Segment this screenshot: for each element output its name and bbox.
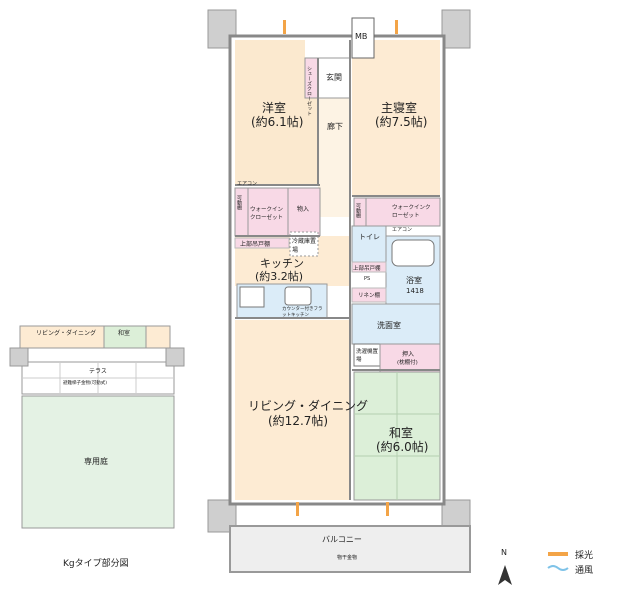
washroom-label: 洗面室	[377, 321, 401, 330]
inset-japanese-strip	[103, 325, 147, 349]
master-bedroom-size: (約7.5帖)	[375, 115, 428, 129]
inset-garden-label: 専用庭	[84, 457, 108, 466]
upper-cabinet-left-label: 上部吊戸棚	[240, 241, 271, 248]
shelf-left-label: 可動棚	[236, 195, 242, 210]
stove	[239, 286, 265, 308]
interior-walls	[235, 40, 440, 500]
light-indicators	[283, 20, 398, 516]
inset-living-label: リビング・ダイニング	[36, 330, 97, 337]
compass-letter: N	[501, 548, 507, 557]
master-bedroom-label: 主寝室	[381, 101, 418, 115]
balcony-area	[229, 525, 471, 573]
closet-jp-label: 押入	[402, 351, 415, 358]
mb-box	[351, 17, 375, 59]
washer-label: 洗濯機置場	[356, 349, 379, 363]
fridge-label: 冷蔵庫置場	[292, 238, 317, 254]
kitchen-size: (約3.2帖)	[255, 270, 304, 283]
balcony-label: バルコニー	[322, 535, 362, 544]
linen-shelf-box	[351, 287, 387, 303]
wall-right-column	[441, 9, 471, 49]
tatami-lines	[354, 372, 440, 500]
japanese-room-size: (約6.0帖)	[376, 440, 429, 454]
inset-terrace-label: テラス	[89, 368, 107, 375]
kitchen-label: キッチン	[260, 257, 304, 270]
inset-wall-right	[165, 347, 185, 367]
wall-left-column	[207, 9, 237, 49]
living-size: (約12.7帖)	[268, 414, 329, 428]
closet-jp-box	[379, 343, 441, 373]
compass-icon	[498, 565, 512, 585]
japanese-room-label: 和室	[389, 426, 414, 440]
sink	[284, 286, 312, 306]
upper-cabinet-left-box	[234, 237, 290, 249]
walkin-closet-right-box	[365, 197, 441, 227]
walkin-left-label: ウォークインクローゼット	[250, 207, 284, 221]
inset-caption: Kgタイプ部分図	[63, 559, 129, 569]
storage-left-label: 物入	[297, 206, 310, 213]
ps-label: PS	[364, 276, 371, 282]
counter-kitchen-label: カウンター付きフラットキッチン	[282, 307, 323, 318]
light-legend-icon	[548, 552, 568, 556]
master-bedroom-area	[352, 40, 440, 195]
mb-label: MB	[355, 32, 368, 41]
shelf-right-label: 可動棚	[355, 203, 361, 218]
living-label: リビング・ダイニング	[248, 399, 369, 413]
western-room-size: (約6.1帖)	[251, 115, 304, 129]
ac-left-label: エアコン	[237, 181, 258, 187]
closet-jp-note: (枕棚付)	[397, 360, 418, 366]
bathroom-size: 1418	[406, 287, 424, 295]
western-room-area	[235, 40, 305, 185]
toilet-area	[351, 225, 387, 263]
hallway-area	[318, 92, 350, 217]
living-area	[235, 320, 350, 500]
wind-legend-icon	[547, 565, 569, 571]
western-room-label: 洋室	[262, 101, 287, 115]
light-legend-label: 採光	[575, 551, 594, 561]
hallway-label: 廊下	[327, 122, 343, 131]
inset-wall-left	[9, 347, 29, 367]
wind-legend-label: 通風	[575, 566, 594, 576]
bathroom-label: 浴室	[406, 276, 422, 285]
inset-japanese-label: 和室	[118, 330, 131, 337]
bathtub	[391, 239, 435, 267]
balcony-note: 物干金物	[337, 555, 358, 561]
upper-cabinet-right-label: 上部吊戸棚	[353, 266, 381, 272]
walkin-right-label: ウォークインクローゼット	[392, 205, 431, 219]
linen-label: リネン棚	[358, 293, 381, 299]
entrance-area	[317, 57, 351, 99]
upper-cabinet-right-box	[351, 261, 387, 273]
toilet-label: トイレ	[359, 233, 380, 241]
entrance-label: 玄関	[326, 73, 342, 82]
ac-right-label: エアコン	[392, 227, 413, 233]
inset-terrace-note: 避難梯子金物(可動式)	[63, 381, 108, 386]
shoes-closet-label: シューズクローゼット	[306, 66, 312, 116]
washroom-area	[351, 303, 441, 345]
inset-terrace-grid	[22, 362, 174, 394]
inset-garden	[21, 395, 175, 529]
